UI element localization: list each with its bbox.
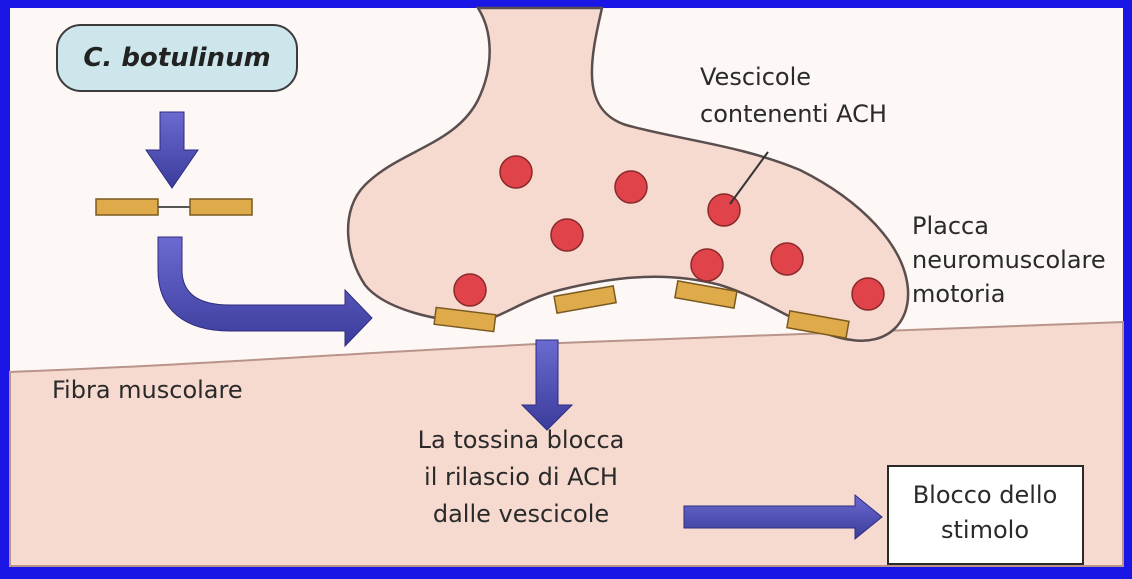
block-label-line1: Blocco dello	[913, 481, 1058, 509]
vesicle	[615, 171, 647, 203]
toxin-label-line1: La tossina blocca	[418, 426, 625, 454]
vesicles-label-line2: contenenti ACH	[700, 100, 887, 128]
vesicle	[500, 156, 532, 188]
vesicle	[551, 219, 583, 251]
vesicle	[852, 278, 884, 310]
vesicle	[454, 274, 486, 306]
vesicle	[691, 249, 723, 281]
vesicles-label-line1: Vescicole	[700, 63, 811, 91]
fiber-label: Fibra muscolare	[52, 376, 243, 404]
bacterium-label: C. botulinum	[83, 43, 270, 73]
vesicle	[771, 243, 803, 275]
plate-label-line3: motoria	[912, 280, 1005, 308]
toxin-chain-left	[96, 199, 158, 215]
block-label-line2: stimolo	[941, 516, 1029, 544]
toxin-label-line3: dalle vescicole	[433, 500, 609, 528]
toxin-label-line2: il rilascio di ACH	[424, 463, 618, 491]
plate-label-line2: neuromuscolare	[912, 246, 1106, 274]
plate-label-line1: Placca	[912, 212, 989, 240]
toxin-chain-right	[190, 199, 252, 215]
vesicle	[708, 194, 740, 226]
